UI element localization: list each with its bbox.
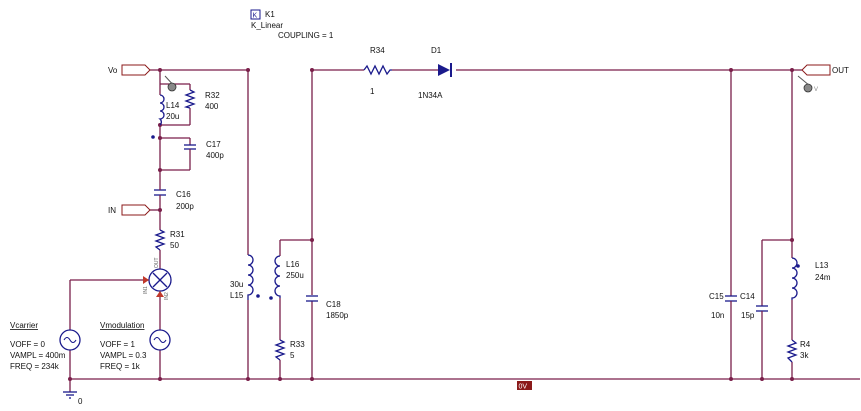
resistor-r34[interactable]: R34 1 [363, 46, 392, 96]
svg-text:FREQ = 234k: FREQ = 234k [10, 362, 60, 371]
multiplier[interactable]: IN1 IN2 OUT [143, 257, 172, 300]
resistor-r32[interactable]: R32 400 [183, 89, 220, 111]
capacitor-c14[interactable]: C14 15p [740, 292, 768, 320]
svg-text:R4: R4 [800, 340, 811, 349]
svg-text:VOFF = 1: VOFF = 1 [100, 340, 135, 349]
svg-text:L13: L13 [815, 261, 829, 270]
svg-text:L15: L15 [230, 291, 244, 300]
svg-text:C14: C14 [740, 292, 755, 301]
svg-text:IN: IN [108, 206, 116, 215]
svg-text:250u: 250u [286, 271, 304, 280]
svg-text:C16: C16 [176, 190, 191, 199]
svg-text:Vmodulation: Vmodulation [100, 321, 144, 330]
svg-text:R33: R33 [290, 340, 305, 349]
svg-text:24m: 24m [815, 273, 831, 282]
ground-symbol-icon[interactable]: 0 [63, 391, 83, 406]
svg-text:FREQ = 1k: FREQ = 1k [100, 362, 141, 371]
port-out[interactable]: OUT [801, 64, 849, 76]
svg-text:1850p: 1850p [326, 311, 349, 320]
svg-text:0V: 0V [519, 384, 528, 391]
inductor-l16[interactable]: L16 250u [269, 255, 304, 300]
svg-text:200p: 200p [176, 202, 194, 211]
resistor-r4[interactable]: R4 3k [786, 339, 811, 363]
svg-text:OUT: OUT [832, 66, 849, 75]
svg-text:R34: R34 [370, 46, 385, 55]
svg-text:OUT: OUT [154, 257, 160, 268]
resistor-r31[interactable]: R31 50 [154, 229, 185, 251]
svg-text:1N34A: 1N34A [418, 91, 443, 100]
source-vcarrier[interactable]: Vcarrier VOFF = 0 VAMPL = 400m FREQ = 23… [10, 321, 81, 371]
svg-text:1: 1 [370, 87, 375, 96]
wires [69, 69, 860, 392]
net-label-0v[interactable]: 0V [517, 381, 532, 391]
svg-text:D1: D1 [431, 46, 442, 55]
svg-text:R32: R32 [205, 91, 220, 100]
capacitor-c17[interactable]: C17 400p [184, 140, 224, 160]
svg-text:K_Linear: K_Linear [251, 21, 283, 30]
svg-text:VAMPL = 0.3: VAMPL = 0.3 [100, 351, 147, 360]
voltage-probe-out-icon[interactable]: V [797, 75, 818, 93]
svg-text:IN2: IN2 [164, 292, 170, 300]
svg-text:COUPLING = 1: COUPLING = 1 [278, 31, 334, 40]
svg-text:30u: 30u [230, 280, 243, 289]
coupling-k1[interactable]: K K1 K_Linear COUPLING = 1 [250, 9, 334, 40]
svg-text:L16: L16 [286, 260, 300, 269]
svg-text:0: 0 [78, 397, 83, 406]
source-vmodulation[interactable]: Vmodulation VOFF = 1 VAMPL = 0.3 FREQ = … [100, 321, 171, 371]
svg-text:L14: L14 [166, 101, 180, 110]
resistor-r33[interactable]: R33 5 [274, 339, 305, 361]
svg-text:V: V [814, 87, 818, 93]
inductor-l15[interactable]: 30u L15 [230, 254, 260, 300]
svg-text:20u: 20u [166, 112, 179, 121]
svg-text:400: 400 [205, 102, 219, 111]
svg-text:C17: C17 [206, 140, 221, 149]
k-icon: K [253, 13, 258, 20]
svg-text:5: 5 [290, 351, 295, 360]
svg-text:IN1: IN1 [143, 286, 149, 294]
inductor-l14[interactable]: L14 20u [151, 94, 180, 139]
svg-text:C15: C15 [709, 292, 724, 301]
svg-text:R31: R31 [170, 230, 185, 239]
svg-text:3k: 3k [800, 351, 809, 360]
svg-text:10n: 10n [711, 311, 724, 320]
svg-text:50: 50 [170, 241, 179, 250]
inductor-l13[interactable]: L13 24m [791, 257, 831, 300]
svg-text:C18: C18 [326, 300, 341, 309]
capacitor-c15[interactable]: C15 10n [709, 292, 737, 320]
svg-text:400p: 400p [206, 151, 224, 160]
svg-text:15p: 15p [741, 311, 755, 320]
port-in[interactable]: IN [108, 204, 151, 216]
diode-d1[interactable]: D1 1N34A [418, 46, 452, 100]
capacitor-c18[interactable]: C18 1850p [306, 295, 349, 320]
svg-text:VOFF = 0: VOFF = 0 [10, 340, 45, 349]
svg-text:VAMPL = 400m: VAMPL = 400m [10, 351, 66, 360]
voltage-probe-vo-icon[interactable] [164, 75, 177, 92]
capacitor-c16[interactable]: C16 200p [154, 188, 194, 211]
svg-text:K1: K1 [265, 10, 275, 19]
svg-text:Vcarrier: Vcarrier [10, 321, 38, 330]
port-vo[interactable]: Vo [108, 64, 151, 76]
svg-text:Vo: Vo [108, 66, 118, 75]
